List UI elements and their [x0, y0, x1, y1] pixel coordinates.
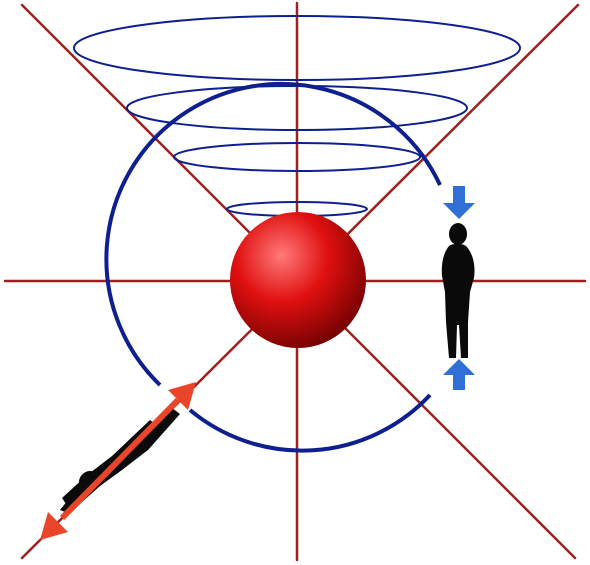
person-head: [449, 223, 467, 245]
central-mass-sphere: [230, 212, 366, 348]
